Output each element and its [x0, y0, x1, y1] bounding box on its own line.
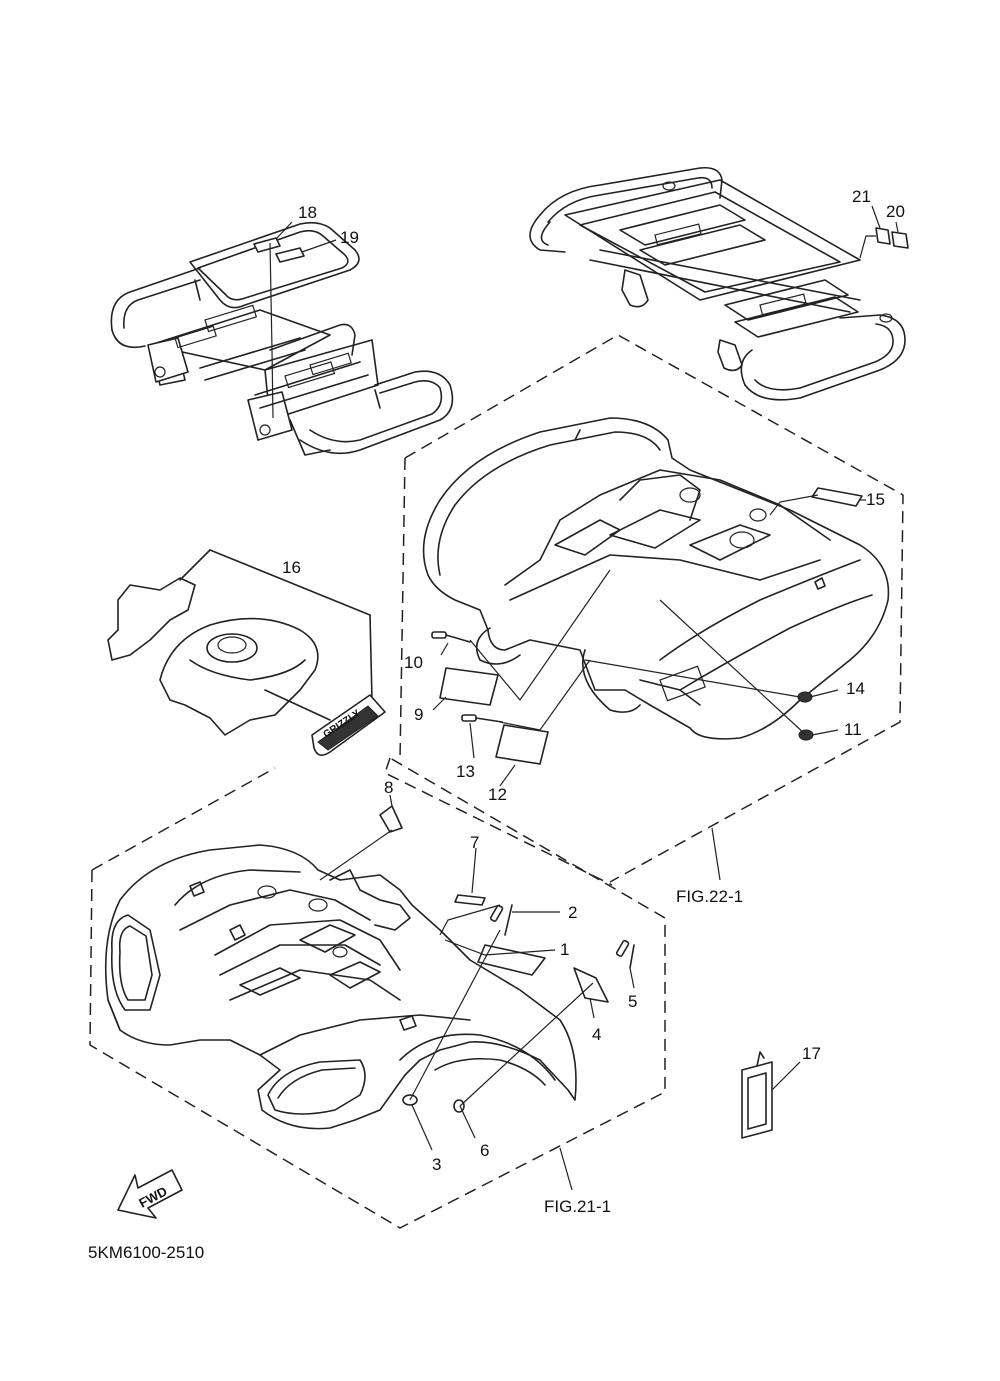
callout-8: 8: [384, 778, 393, 797]
nut-14: [797, 691, 813, 703]
emblem-assembly: GRIZZLY: [107, 549, 386, 756]
label-7: [454, 894, 486, 906]
figure-ref-22-1: FIG.22-1: [676, 887, 743, 906]
callout-18: 18: [298, 203, 317, 222]
plate-1: [477, 944, 546, 976]
fig22-dashed-outline: [399, 334, 904, 883]
callout-6: 6: [480, 1141, 489, 1160]
bolt-13: [461, 714, 503, 723]
callout-20: 20: [886, 202, 905, 221]
callout-5: 5: [628, 992, 637, 1011]
plate-9: [439, 667, 499, 706]
rear-carrier: [529, 166, 906, 401]
front-fender: [104, 844, 577, 1130]
bolt-2: [489, 904, 513, 936]
figure-ref-21-1: FIG.21-1: [544, 1197, 611, 1216]
fig21-leader-lines: [319, 794, 635, 1191]
callout-16: 16: [282, 558, 301, 577]
callout-15: 15: [866, 490, 885, 509]
callout-11: 11: [844, 720, 862, 739]
label-8: [379, 805, 403, 833]
callout-19: 19: [340, 228, 359, 247]
bolt-5: [615, 939, 635, 969]
callout-4: 4: [592, 1025, 601, 1044]
callout-3: 3: [432, 1155, 441, 1174]
callout-10: 10: [404, 653, 423, 672]
callout-14: 14: [846, 679, 865, 698]
labels-20-21: [859, 205, 909, 259]
callout-17: 17: [802, 1044, 821, 1063]
fig22-leader-lines: [432, 494, 839, 881]
front-carrier: [110, 221, 454, 456]
plate-12: [495, 724, 549, 765]
callout-numbers: 1 2 3 4 5 6 7 8 9 10 11 12 13 14 15 16 1…: [282, 187, 905, 1174]
callout-7: 7: [470, 833, 479, 852]
tag-17: [741, 1051, 801, 1139]
callout-9: 9: [414, 705, 423, 724]
callout-13: 13: [456, 762, 475, 781]
callout-12: 12: [488, 785, 507, 804]
callout-2: 2: [568, 903, 577, 922]
bolt-10: [431, 631, 471, 643]
fwd-arrow-icon: FWD: [117, 1169, 183, 1219]
diagram-code: 5KM6100-2510: [88, 1243, 204, 1262]
callout-21: 21: [852, 187, 871, 206]
label-15: [811, 487, 863, 507]
callout-1: 1: [560, 940, 569, 959]
rear-fender: [422, 417, 890, 740]
labels-18-19: [253, 221, 337, 419]
rear-small-parts: [431, 487, 866, 765]
fig21-dashed-outline: [89, 757, 666, 1229]
